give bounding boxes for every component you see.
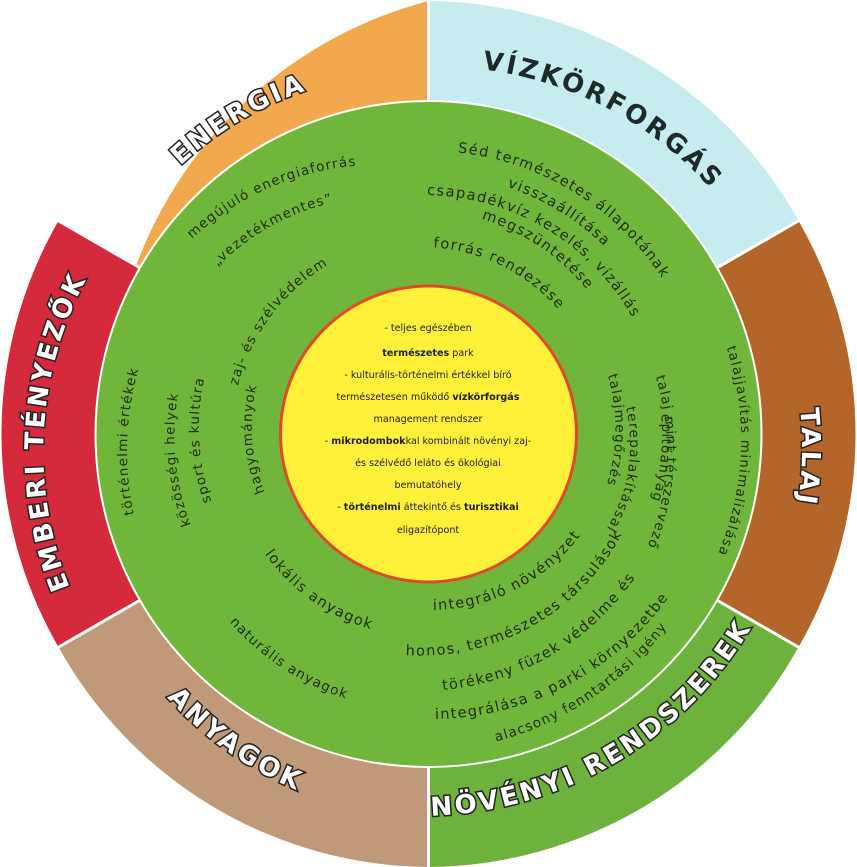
center-line-6: - mikrodombokkal kombinált növényi zaj-	[325, 435, 531, 447]
center-line-2: természetes park	[382, 347, 474, 359]
center-line-6-c: kal kombinált növényi zaj-	[406, 435, 532, 447]
segment-label-talaj: TALAJ	[791, 407, 826, 509]
center-line-7: és szélvédő leláto és ökológiai	[355, 457, 501, 469]
center-line-3: - kulturális-történelmi értékkel bíró	[344, 369, 511, 381]
center-line-2-bold: természetes	[382, 347, 449, 359]
center-line-4-a: természetesen működő	[337, 391, 453, 403]
center-line-9-c: áttekintő és	[401, 501, 464, 513]
center-line-2-rest: park	[449, 348, 474, 359]
center-line-8: bemutatóhely	[394, 479, 461, 491]
center-line-4: természetesen működő vízkörforgás	[337, 391, 520, 403]
center-line-9-bold2: turisztikai	[464, 502, 519, 513]
center-line-9: - történelmi áttekintő és turisztikai	[337, 501, 518, 513]
center-line-5: management rendszer	[373, 414, 482, 425]
center-line-6-bold: mikrodombok	[331, 436, 406, 447]
center-line-1: - teljes egészében	[384, 322, 471, 334]
center-line-10: eligazítópont	[397, 524, 460, 536]
center-description: - teljes egészében természetes park - ku…	[325, 322, 531, 536]
center-line-6-a: -	[325, 436, 332, 447]
center-line-9-bold1: történelmi	[344, 501, 401, 513]
center-line-9-a: -	[337, 502, 344, 513]
center-circle	[279, 284, 578, 584]
center-line-4-bold: vízkörforgás	[452, 391, 519, 403]
